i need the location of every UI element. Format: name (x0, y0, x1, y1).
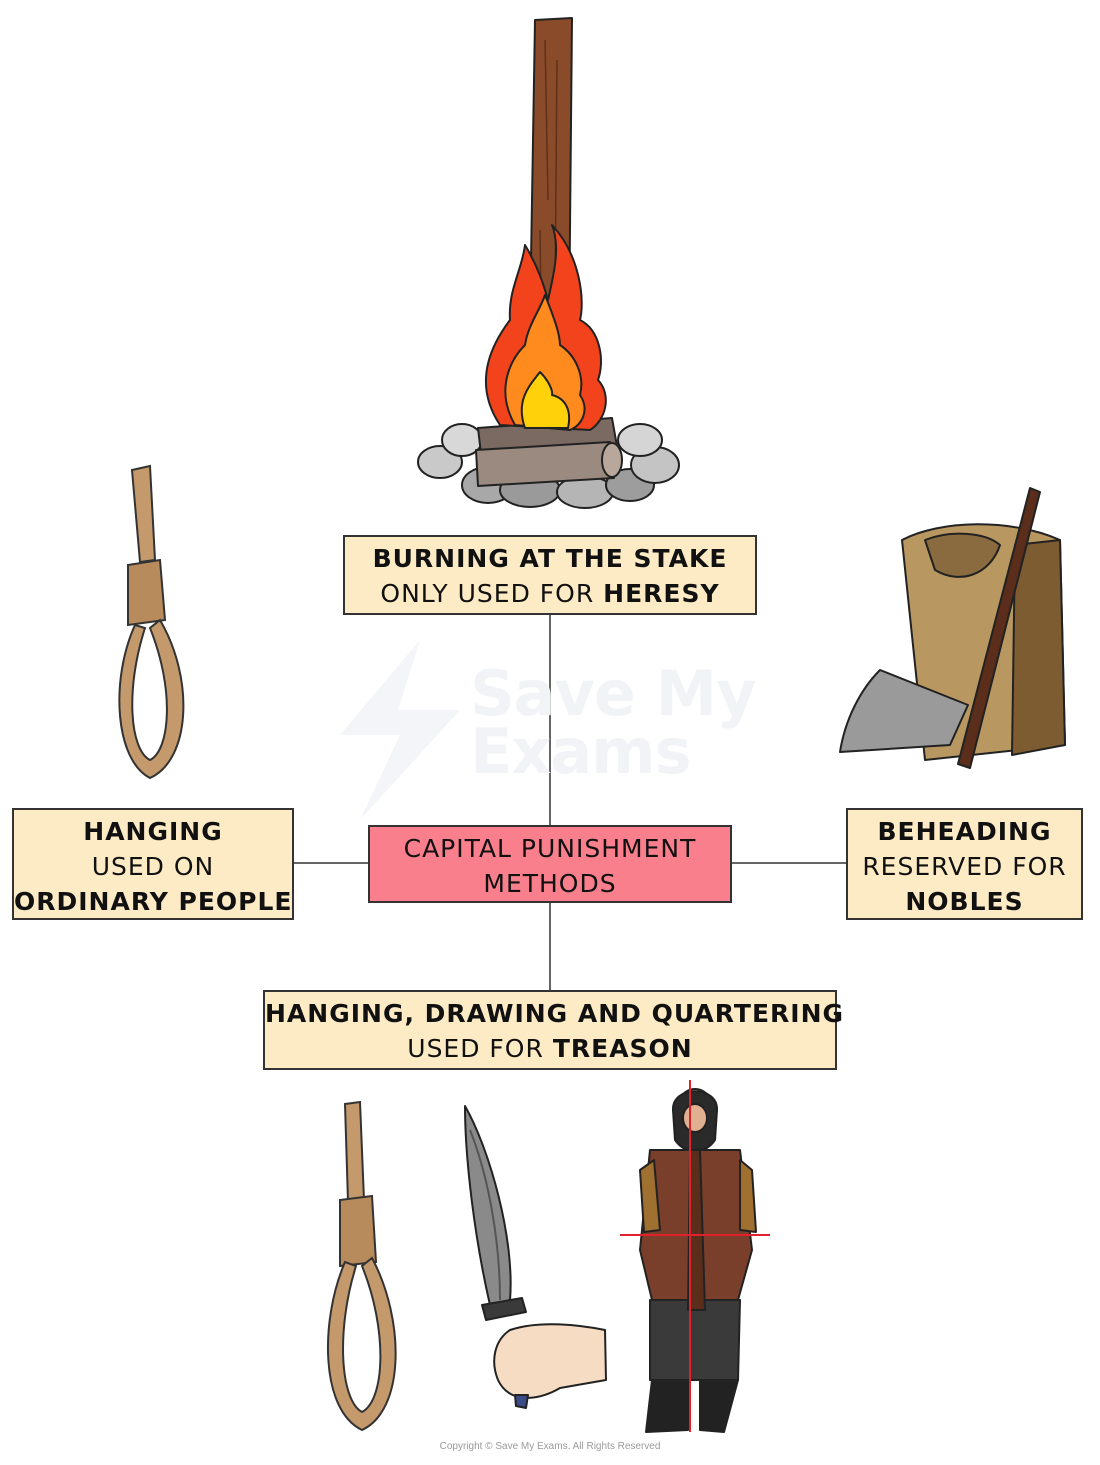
treason-desc: USED FOR (407, 1034, 553, 1063)
beheading-desc-bold: NOBLES (905, 887, 1024, 916)
hanging-box: HANGING USED ON ORDINARY PEOPLE (12, 808, 294, 920)
treason-desc-bold: TREASON (552, 1034, 693, 1063)
stake-fire-icon (417, 17, 680, 509)
center-line1: CAPITAL PUNISHMENT (403, 834, 697, 863)
burning-desc-bold: HERESY (603, 579, 720, 608)
watermark-logo-icon (340, 640, 460, 820)
noose-icon (118, 464, 185, 780)
center-line2: METHODS (483, 869, 617, 898)
copyright-text: Copyright © Save My Exams. All Rights Re… (439, 1441, 661, 1452)
hanging-desc: USED ON (91, 852, 215, 881)
connector-lines (294, 615, 848, 990)
watermark-line2: Exams (470, 715, 692, 788)
quartered-man-icon (620, 1080, 770, 1433)
hanging-desc-bold: ORDINARY PEOPLE (14, 887, 293, 916)
hanging-title: HANGING (83, 817, 223, 846)
axe-block-icon (839, 487, 1066, 769)
capital-punishment-box: CAPITAL PUNISHMENT METHODS (368, 825, 732, 903)
beheading-desc: RESERVED FOR (862, 852, 1067, 881)
beheading-box: BEHEADING RESERVED FOR NOBLES (846, 808, 1083, 920)
noose-icon-bottom (327, 1100, 397, 1432)
burning-title: BURNING AT THE STAKE (372, 544, 728, 573)
burning-desc: ONLY USED FOR (380, 579, 604, 608)
dagger-hand-icon (464, 1105, 607, 1409)
beheading-title: BEHEADING (877, 817, 1052, 846)
watermark-line1: Save My (470, 657, 757, 730)
watermark-text: Save My Exams (470, 657, 757, 788)
treason-box: HANGING, DRAWING AND QUARTERING USED FOR… (263, 990, 843, 1070)
treason-title: HANGING, DRAWING AND QUARTERING (265, 999, 845, 1028)
burning-box: BURNING AT THE STAKE ONLY USED FOR HERES… (343, 535, 757, 615)
